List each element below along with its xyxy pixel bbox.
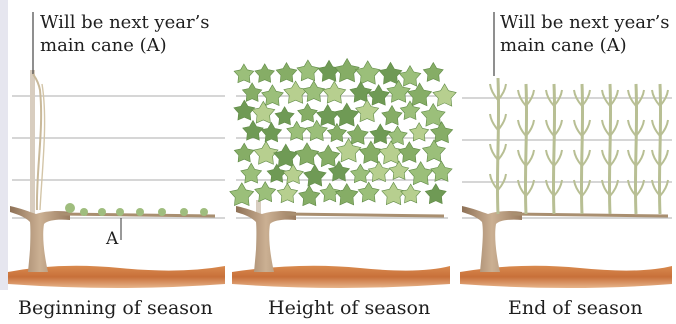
leaf xyxy=(276,63,297,83)
leaf xyxy=(234,143,254,162)
leaf xyxy=(350,82,372,103)
cordon xyxy=(286,214,444,216)
leaf xyxy=(243,121,264,141)
annotation-next-year-line2: main cane (A) xyxy=(40,35,167,57)
leaf xyxy=(423,140,446,162)
leaf xyxy=(283,164,303,183)
leaf xyxy=(299,186,320,206)
leaf xyxy=(275,107,294,125)
leaf xyxy=(261,122,281,141)
leaf xyxy=(368,161,389,181)
leaf xyxy=(408,83,432,106)
annotation-next-year-line1: Will be next year’s xyxy=(40,12,210,34)
leaf xyxy=(382,106,402,125)
leaf xyxy=(359,141,382,163)
leaf xyxy=(317,145,340,167)
leaf xyxy=(425,184,446,204)
cane-fork xyxy=(652,120,660,136)
annotation-next-year-line1: Will be next year’s xyxy=(500,12,670,34)
leaf xyxy=(274,144,298,167)
leaf xyxy=(370,124,391,144)
marker-a-label: A xyxy=(106,228,118,250)
leaf xyxy=(368,85,390,106)
leaf xyxy=(327,124,346,142)
leaf xyxy=(336,184,358,205)
cane-fork xyxy=(490,114,498,130)
leaf xyxy=(433,84,456,106)
leaf xyxy=(356,61,381,84)
leaf xyxy=(295,143,319,165)
leaf xyxy=(335,103,359,126)
leaf xyxy=(252,101,275,123)
cordon xyxy=(512,214,668,216)
cane-fork xyxy=(546,120,554,136)
leaf xyxy=(303,81,325,102)
leaf xyxy=(358,182,379,202)
leaf xyxy=(255,64,275,83)
leaf xyxy=(379,141,403,164)
caption-height: Height of season xyxy=(268,296,430,320)
leaf xyxy=(234,64,254,83)
cane-fork xyxy=(602,120,610,136)
panel-height xyxy=(230,59,456,289)
leaf xyxy=(297,60,319,81)
leaf xyxy=(234,100,255,120)
leaf xyxy=(323,81,346,103)
leaf xyxy=(262,85,284,106)
leaf xyxy=(298,103,318,122)
leaf xyxy=(277,183,297,202)
leaf-canopy xyxy=(230,59,456,206)
leaf xyxy=(382,182,406,204)
leaf xyxy=(284,81,307,103)
leaf xyxy=(389,161,408,179)
cane-fork xyxy=(628,120,636,136)
leaf xyxy=(255,182,276,202)
leaf xyxy=(409,162,433,185)
caption-beginning: Beginning of season xyxy=(18,296,213,320)
trunk xyxy=(10,206,70,272)
caption-end: End of season xyxy=(508,296,643,320)
leaf xyxy=(317,105,339,126)
leaf xyxy=(431,161,452,181)
leaf xyxy=(399,142,421,163)
leaf xyxy=(304,165,327,186)
trunk xyxy=(462,206,522,272)
cane-fork xyxy=(518,120,526,136)
cane-fork xyxy=(574,120,582,136)
leaf xyxy=(318,60,340,81)
leaf xyxy=(423,63,443,82)
leaf xyxy=(242,83,261,102)
annotation-next-year-line2: main cane (A) xyxy=(500,35,627,57)
leaf xyxy=(399,66,421,87)
leaf xyxy=(401,184,421,203)
leaf xyxy=(230,183,254,206)
trunk xyxy=(236,206,296,272)
